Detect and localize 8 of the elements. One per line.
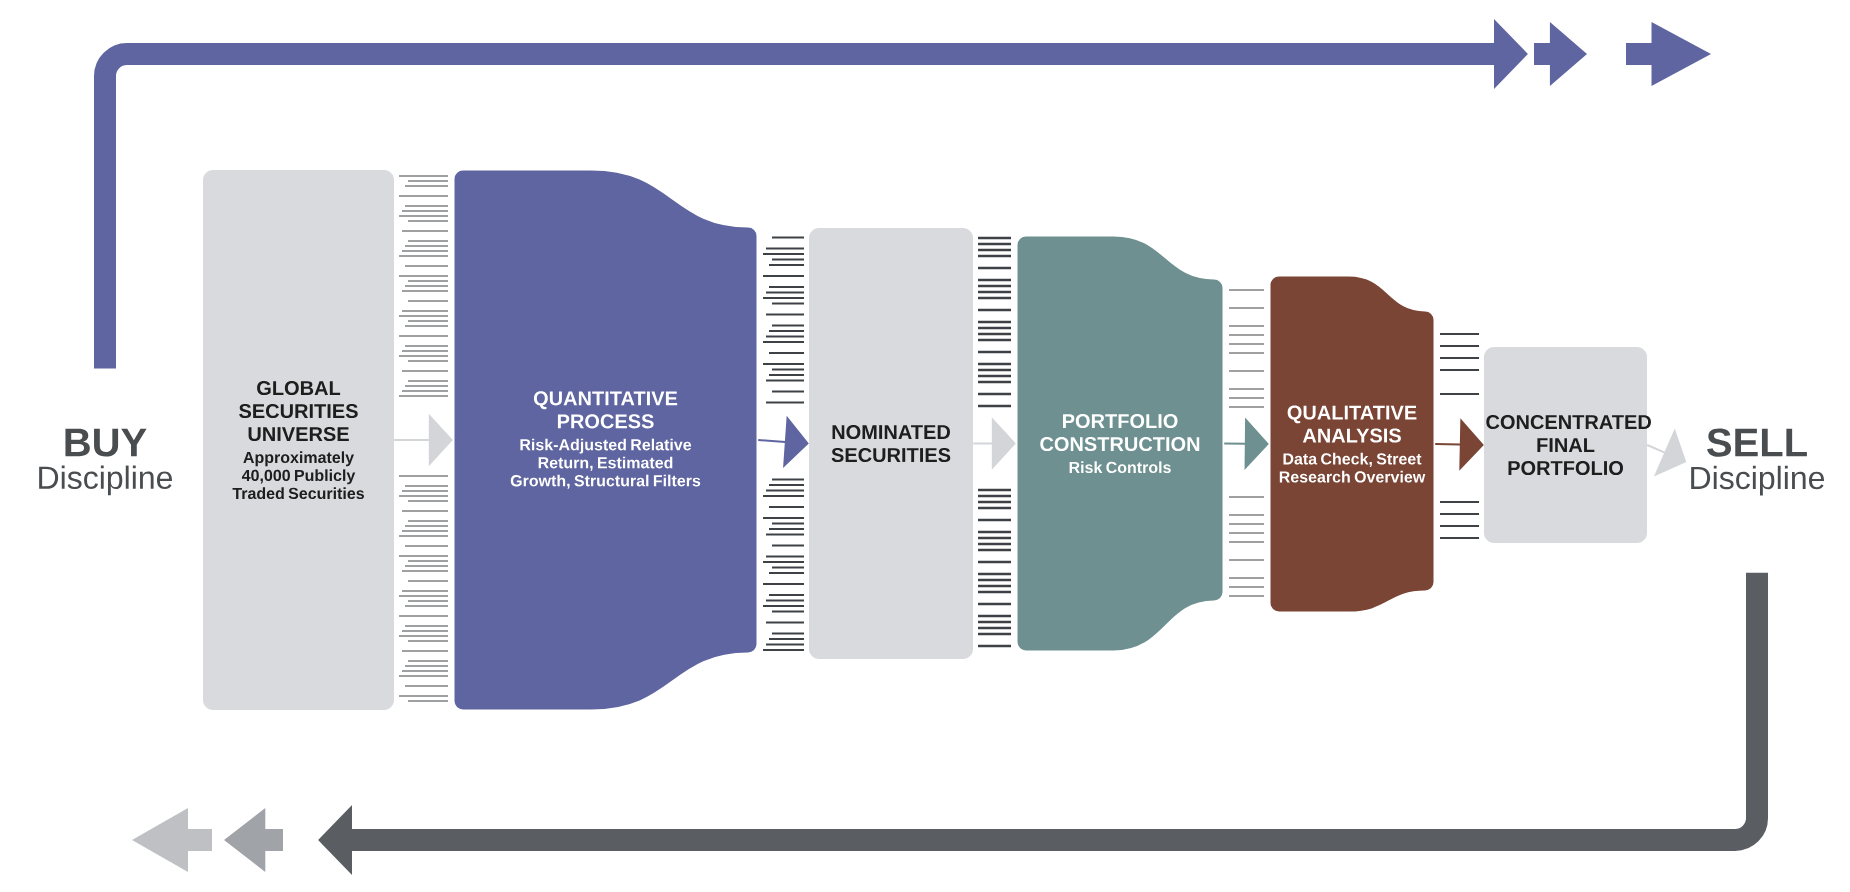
discipline-label: BUY Discipline: [39, 428, 172, 496]
securities-box: NOMINATED SECURITIES: [809, 228, 973, 659]
securities-box: GLOBAL SECURITIES UNIVERSE Approximately 40,000 Publicly Traded Securities: [203, 170, 394, 710]
securities-box: CONCENTRATED FINAL PORTFOLIO: [1484, 347, 1651, 543]
process-box: PORTFOLIO CONSTRUCTION Risk Controls: [1014, 233, 1226, 654]
process-box: QUANTITATIVE PROCESS Risk-Adjusted Relative Return, Estimated Growth, Structural Filters: [451, 167, 760, 713]
process-box: QUALITATIVE ANALYSIS Data Check, Street Research Overview: [1267, 273, 1437, 615]
discipline-label: SELL Discipline: [1691, 428, 1825, 496]
